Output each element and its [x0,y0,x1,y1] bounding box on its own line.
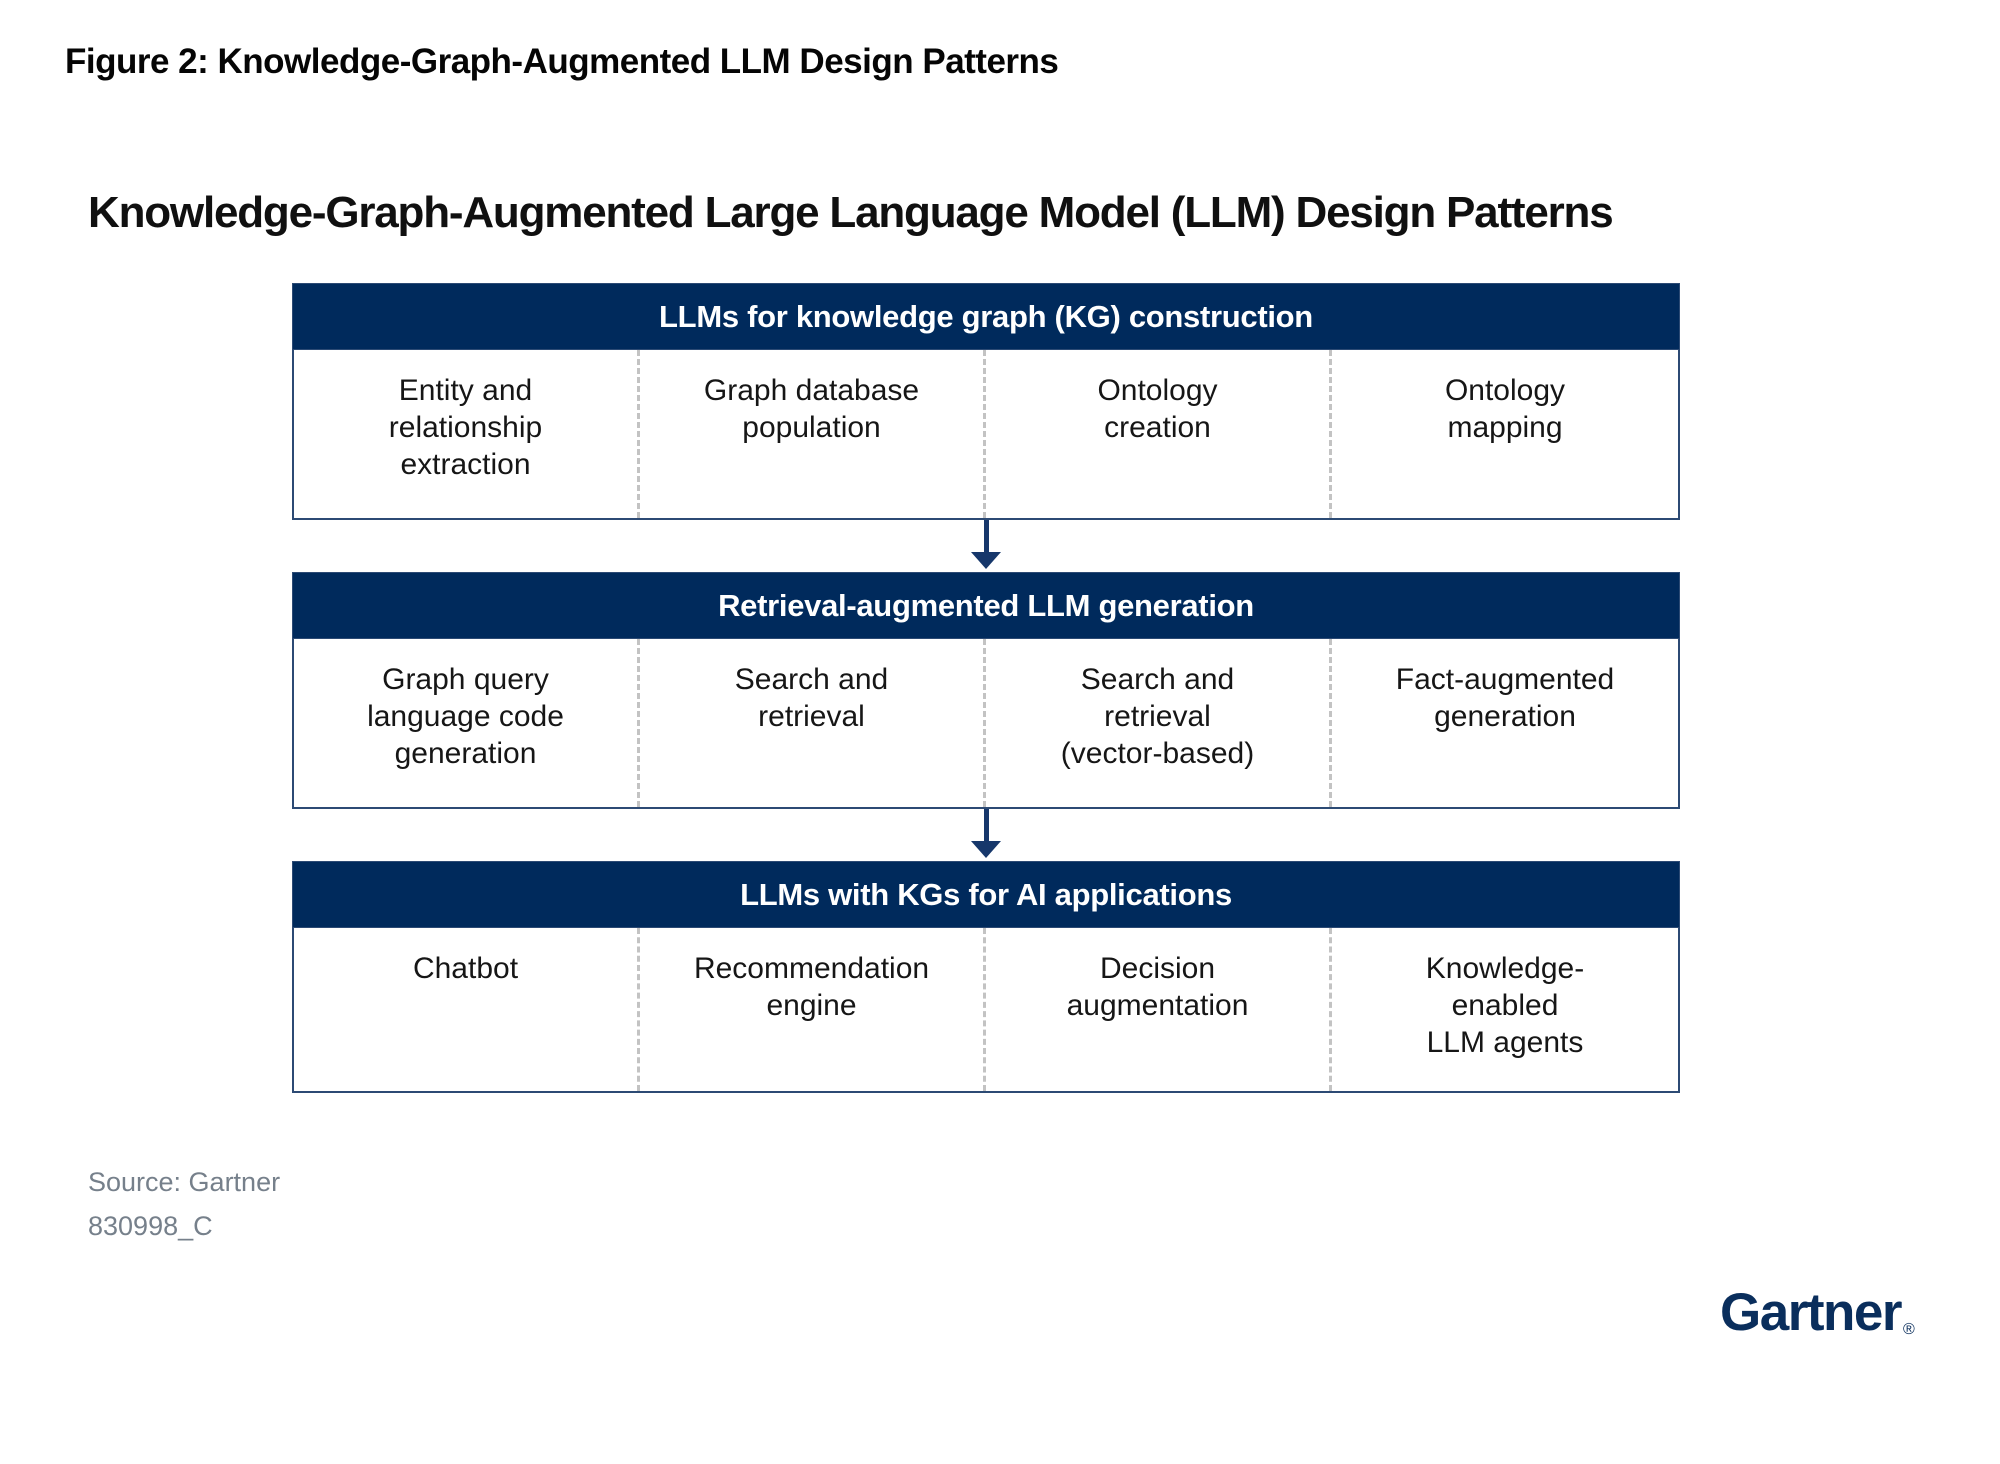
section-retrieval-augmented: Retrieval-augmented LLM generation Graph… [292,572,1680,809]
diagram-title: Knowledge-Graph-Augmented Large Language… [88,188,1614,237]
cell-ontology-creation: Ontology creation [986,350,1332,518]
arrow-stem [983,520,989,552]
gartner-logo-text: Gartner [1720,1283,1902,1342]
cell-entity-relationship-extraction: Entity and relationship extraction [294,350,640,518]
cell-graph-database-population: Graph database population [640,350,986,518]
cell-fact-augmented-generation: Fact-augmented generation [1395,663,1615,733]
source-line: Source: Gartner [88,1167,281,1197]
section-body-ai-applications: Chatbot Recommendation engine Decision a… [292,928,1680,1093]
section-header-retrieval-augmented: Retrieval-augmented LLM generation [292,572,1680,639]
source-note: Source: Gartner 830998_C [88,1160,280,1248]
down-arrow-icon [292,809,1680,861]
section-body-retrieval-augmented: Graph query language code generation Sea… [292,639,1680,809]
cell-decision-augmentation: Decision augmentation [986,928,1332,1091]
arrow-head [971,552,1001,569]
section-ai-applications: LLMs with KGs for AI applications Chatbo… [292,861,1680,1093]
registered-trademark-icon: ® [1902,1321,1915,1338]
down-arrow-icon [292,520,1680,572]
cell-chatbot: Chatbot [294,928,640,1091]
design-patterns-diagram: LLMs for knowledge graph (KG) constructi… [292,283,1680,1093]
doc-id: 830998_C [88,1211,213,1241]
cell-knowledge-enabled-llm-agents: Knowledge- enabled LLM agents [1425,952,1585,1059]
cell-search-and-retrieval: Search and retrieval [640,639,986,807]
cell-search-retrieval-vector: Search and retrieval (vector-based) [986,639,1332,807]
section-body-kg-construction: Entity and relationship extraction Graph… [292,350,1680,520]
cell-graph-query-code-generation: Graph query language code generation [294,639,640,807]
section-header-kg-construction: LLMs for knowledge graph (KG) constructi… [292,283,1680,350]
cell-recommendation-engine: Recommendation engine [640,928,986,1091]
arrow-head [971,841,1001,858]
section-kg-construction: LLMs for knowledge graph (KG) constructi… [292,283,1680,520]
arrow-stem [983,809,989,841]
cell-ontology-mapping: Ontology mapping [1444,374,1566,444]
section-header-ai-applications: LLMs with KGs for AI applications [292,861,1680,928]
gartner-logo: Gartner® [1720,1282,1915,1343]
figure-caption: Figure 2: Knowledge-Graph-Augmented LLM … [65,42,1059,81]
